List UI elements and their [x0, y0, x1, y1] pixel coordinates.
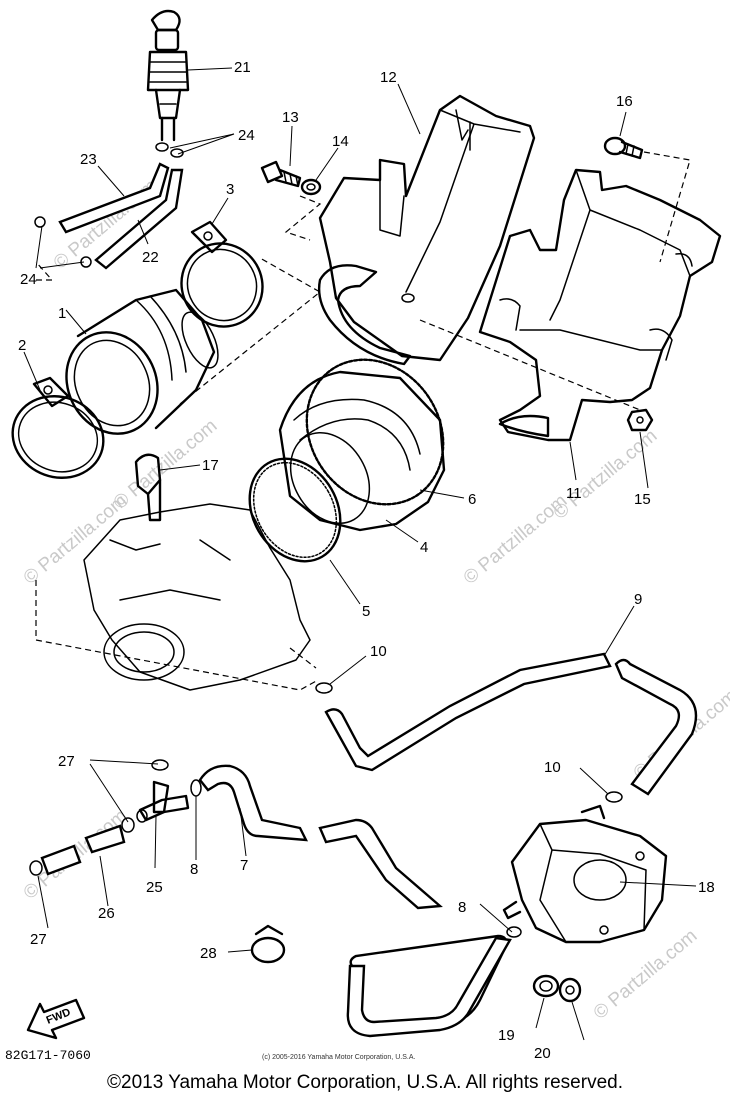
- callout-1: 1: [58, 305, 66, 322]
- callout-6: 6: [468, 491, 476, 508]
- part-4-air-joint[interactable]: [275, 370, 446, 538]
- callout-27-lower: 27: [30, 931, 47, 948]
- diagram-code: 82G171-7060: [5, 1048, 91, 1063]
- callout-8-upper: 8: [190, 861, 198, 878]
- callout-25: 25: [146, 879, 163, 896]
- callout-28: 28: [200, 945, 217, 962]
- callout-24-left: 24: [20, 271, 37, 288]
- inner-copyright: (c) 2005-2016 Yamaha Motor Corporation, …: [262, 1054, 416, 1061]
- callout-24-top: 24: [238, 127, 255, 144]
- part-1-intake-joint[interactable]: [50, 288, 225, 449]
- part-5-o-ring[interactable]: [232, 442, 359, 578]
- part-14-washer[interactable]: [300, 178, 322, 196]
- callout-19: 19: [498, 1027, 515, 1044]
- part-20-washer[interactable]: [558, 977, 582, 1003]
- watermarks: © Partzilla.com © Partzilla.com © Partzi…: [20, 175, 730, 1023]
- part-23-hose[interactable]: [58, 162, 184, 270]
- part-18-fuel-pump[interactable]: [502, 804, 668, 944]
- callout-22: 22: [142, 249, 159, 266]
- callout-3: 3: [226, 181, 234, 198]
- callout-27-upper: 27: [58, 753, 75, 770]
- callout-10-upper: 10: [370, 643, 387, 660]
- callout-13: 13: [282, 109, 299, 126]
- part-3-clamp[interactable]: [166, 220, 277, 341]
- part-15-nut[interactable]: [626, 408, 654, 432]
- callout-15: 15: [634, 491, 651, 508]
- callout-21: 21: [234, 59, 251, 76]
- part-11-airbox-cover[interactable]: [478, 168, 722, 442]
- callout-numbers: 21 24 23 22 24 12 13 14 16 3 1 2 17 6 11…: [18, 59, 715, 1062]
- watermark-1: © Partzilla.com: [20, 490, 132, 588]
- part-8-clip-lower[interactable]: [506, 926, 522, 938]
- part-7-hose[interactable]: [198, 764, 443, 910]
- callout-17: 17: [202, 457, 219, 474]
- part-26-hose[interactable]: [40, 824, 126, 876]
- callout-7: 7: [240, 857, 248, 874]
- part-12-airbox-case[interactable]: [317, 94, 536, 366]
- callout-20: 20: [534, 1045, 551, 1062]
- part-13-bolt[interactable]: [260, 160, 302, 188]
- callout-18: 18: [698, 879, 715, 896]
- callout-14: 14: [332, 133, 349, 150]
- part-19-damper[interactable]: [532, 974, 560, 998]
- part-24-clips[interactable]: [34, 142, 184, 268]
- part-6-band[interactable]: [279, 333, 471, 531]
- callout-12: 12: [380, 69, 397, 86]
- callout-8-lower: 8: [458, 899, 466, 916]
- callout-16: 16: [616, 93, 633, 110]
- fwd-arrow-icon: FWD: [26, 998, 86, 1040]
- part-10-clips[interactable]: [315, 682, 623, 803]
- part-17-fitting[interactable]: [134, 453, 162, 522]
- part-9-hose[interactable]: [324, 652, 698, 796]
- footer-copyright: ©2013 Yamaha Motor Corporation, U.S.A. A…: [107, 1072, 623, 1093]
- callout-4: 4: [420, 539, 428, 556]
- engine-outline: [83, 503, 311, 691]
- fuel-hose-lower[interactable]: [346, 934, 512, 1038]
- callout-10-lower: 10: [544, 759, 561, 776]
- part-21-vent-fitting[interactable]: [146, 9, 190, 142]
- part-28-clip[interactable]: [250, 924, 286, 964]
- callout-2: 2: [18, 337, 26, 354]
- callout-9: 9: [634, 591, 642, 608]
- callout-11: 11: [566, 485, 582, 502]
- part-16-screw[interactable]: [603, 136, 644, 160]
- callout-5: 5: [362, 603, 370, 620]
- part-25-t-fitting[interactable]: [136, 780, 190, 823]
- part-8-clip-upper[interactable]: [190, 779, 202, 797]
- callout-23: 23: [80, 151, 97, 168]
- leader-lines: [23, 67, 697, 1041]
- part-2-clamp[interactable]: [1, 376, 115, 490]
- part-27-clips[interactable]: [29, 759, 169, 876]
- callout-26: 26: [98, 905, 115, 922]
